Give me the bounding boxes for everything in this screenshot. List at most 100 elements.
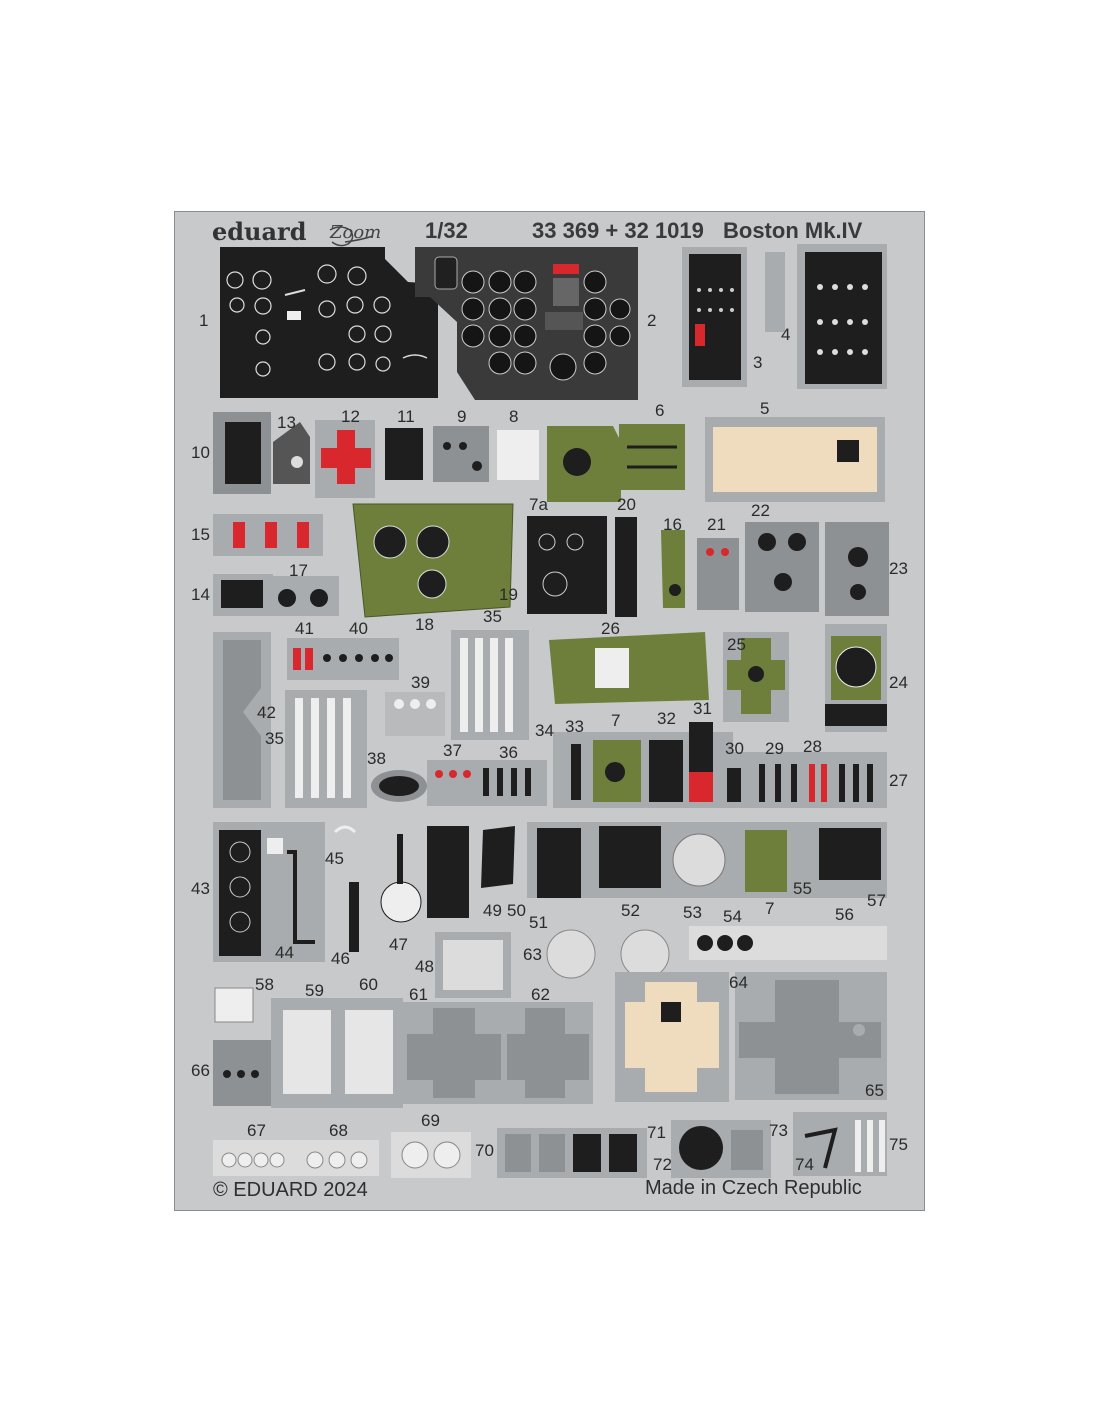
part-number: 32 <box>657 709 676 728</box>
part-number: 65 <box>865 1081 884 1100</box>
part-number: 3 <box>753 353 763 372</box>
part-19-panel <box>527 516 607 614</box>
part-12-red-placard <box>315 420 375 498</box>
origin-text: Made in Czech Republic <box>645 1177 862 1199</box>
part-17-knobs <box>273 576 339 616</box>
part-number: 9 <box>457 407 467 426</box>
part-24-clock <box>825 624 887 732</box>
part-9-panel <box>433 426 489 482</box>
part-number: 2 <box>647 311 657 330</box>
part-number: 15 <box>191 525 210 544</box>
part-49-50-panels <box>427 826 515 918</box>
part-number: 60 <box>359 975 378 994</box>
part-41-40-knobs <box>287 638 399 680</box>
part-72-dial <box>671 1120 771 1178</box>
part-number: 74 <box>795 1155 814 1174</box>
part-54-56-strip <box>689 926 887 960</box>
part-number: 56 <box>835 905 854 924</box>
part-number: 11 <box>397 407 415 426</box>
part-number: 7 <box>611 711 621 730</box>
part-number: 51 <box>529 913 548 932</box>
part-21-panel <box>697 538 739 610</box>
part-48-frame <box>435 932 511 998</box>
part-number: 34 <box>535 721 554 740</box>
part-number: 24 <box>889 673 908 692</box>
part-43-44-panel <box>213 822 325 962</box>
part-number: 30 <box>725 739 744 758</box>
product-codes: 33 369 + 32 1019 <box>532 218 704 243</box>
part-35b-levers <box>285 690 367 808</box>
part-number: 7a <box>529 495 548 514</box>
part-45-47-46-levers <box>333 825 422 952</box>
part-number: 70 <box>475 1141 494 1160</box>
part-number: 14 <box>191 585 210 604</box>
part-number: 44 <box>275 943 294 962</box>
part-8-placard <box>497 430 539 480</box>
part-number: 61 <box>409 985 428 1004</box>
part-26-green <box>549 632 709 704</box>
part-number: 12 <box>341 407 360 426</box>
part-73-74-75-parts <box>793 1112 887 1176</box>
part-number: 22 <box>751 501 770 520</box>
part-number: 43 <box>191 879 210 898</box>
part-number: 21 <box>707 515 726 534</box>
part-42-bracket <box>213 632 271 808</box>
part-number: 25 <box>727 635 746 654</box>
part-number: 1 <box>199 311 209 330</box>
part-10-box <box>213 412 271 494</box>
part-number: 41 <box>295 619 314 638</box>
part-number: 55 <box>793 879 812 898</box>
part-number: 59 <box>305 981 324 1000</box>
part-23-radio <box>825 522 889 616</box>
part-1-instrument-panel <box>220 247 438 398</box>
part-number: 8 <box>509 407 519 426</box>
part-number: 62 <box>531 985 550 1004</box>
part-number: 58 <box>255 975 274 994</box>
part-6-panel <box>619 424 685 490</box>
part-number: 57 <box>867 891 886 910</box>
eduard-logo-mark <box>329 226 374 247</box>
part-4-switch-panel <box>765 244 887 389</box>
part-number: 69 <box>421 1111 440 1130</box>
part-34-33-7-32-31 <box>553 722 733 808</box>
part-51-57-panels <box>527 822 887 898</box>
part-number: 67 <box>247 1121 266 1140</box>
part-66-panel <box>213 1040 271 1106</box>
part-number: 72 <box>653 1155 672 1174</box>
part-14-box <box>213 574 273 616</box>
part-number: 10 <box>191 443 210 462</box>
part-16-green <box>661 530 685 608</box>
part-number: 35 <box>483 607 502 626</box>
part-number: 64 <box>729 973 748 992</box>
part-number: 18 <box>415 615 434 634</box>
part-20-strip <box>615 517 637 617</box>
part-number: 46 <box>331 949 350 968</box>
part-59-60-pads <box>271 998 403 1108</box>
part-64-leather-pad <box>615 972 729 1102</box>
part-number: 63 <box>523 945 542 964</box>
part-number: 49 <box>483 901 502 920</box>
photo-etch-fret: eduard Zoom 1/32 33 369 + 32 1019 Boston… <box>174 211 925 1211</box>
part-63-discs <box>546 929 670 979</box>
part-number: 54 <box>723 907 742 926</box>
part-37-36-knobs <box>427 760 547 806</box>
part-number: 20 <box>617 495 636 514</box>
part-18-green-panel <box>352 503 514 618</box>
part-number: 50 <box>507 901 526 920</box>
part-number: 71 <box>647 1123 666 1142</box>
part-number: 45 <box>325 849 344 868</box>
part-65-pad <box>735 972 887 1100</box>
part-number: 19 <box>499 585 518 604</box>
part-number: 26 <box>601 619 620 638</box>
part-5-leather-panel <box>705 417 885 502</box>
scale-label: 1/32 <box>425 218 468 243</box>
part-number: 42 <box>257 703 276 722</box>
part-number: 33 <box>565 717 584 736</box>
part-number: 40 <box>349 619 368 638</box>
part-number: 35 <box>265 729 284 748</box>
part-58-placard <box>214 987 254 1023</box>
part-2-instrument-panel <box>415 247 638 400</box>
part-67-68-rivets <box>213 1140 379 1176</box>
part-70-71-panels <box>497 1128 647 1178</box>
part-number: 6 <box>655 401 665 420</box>
